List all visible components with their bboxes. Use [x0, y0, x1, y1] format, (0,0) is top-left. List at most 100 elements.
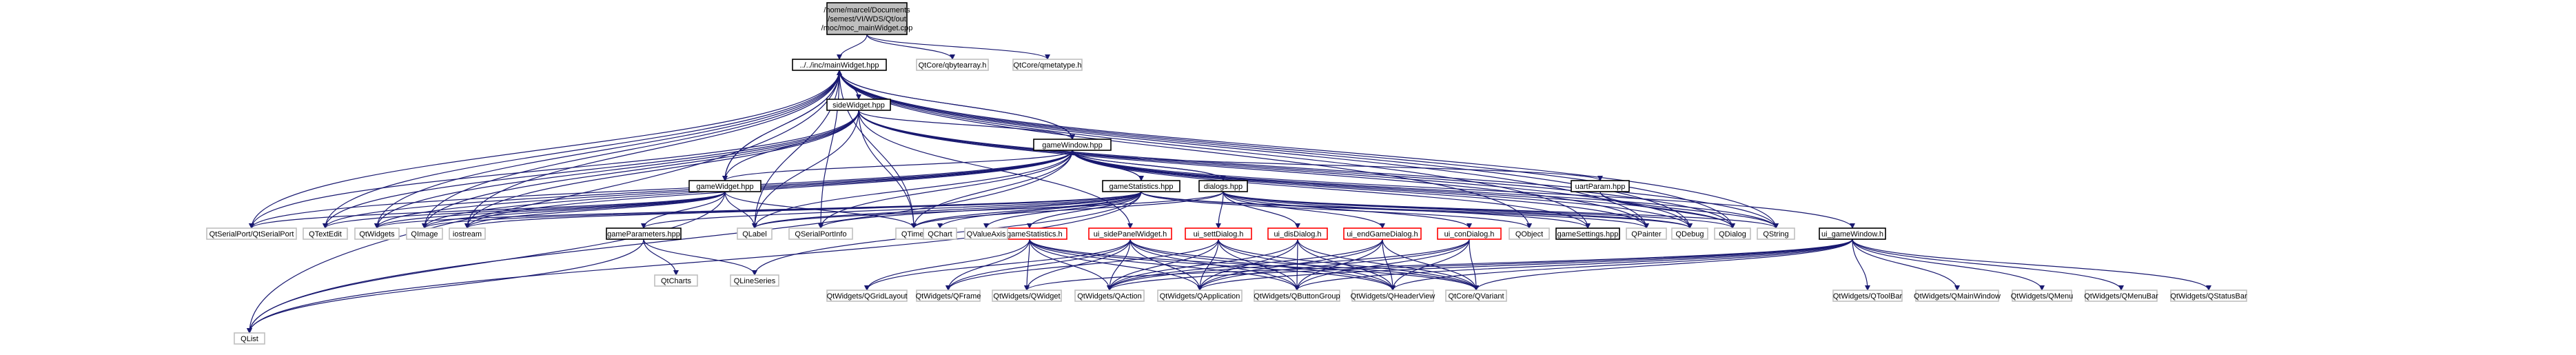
node-QGridLayout[interactable]: QtWidgets/QGridLayout [826, 290, 908, 302]
node-QMainWindow-label: QtWidgets/QMainWindow [1914, 292, 2001, 301]
node-gameParameters-box [606, 227, 682, 240]
node-ui_conDialog[interactable]: ui_conDialog.h [1437, 227, 1502, 240]
node-QMainWindow-box [1915, 290, 1999, 302]
node-QMenu[interactable]: QtWidgets/QMenu [2011, 290, 2073, 302]
node-QValueAxis[interactable]: QValueAxis [964, 227, 1008, 240]
node-QString[interactable]: QString [1757, 227, 1795, 240]
edge-ui_sidePanelWidget-to-QHeaderView [1129, 239, 1396, 291]
node-QStatusBar[interactable]: QtWidgets/QStatusBar [2170, 290, 2247, 302]
edge-gameStatistics-to-QPainter [1141, 191, 1649, 229]
node-QWidget-box [992, 290, 1062, 302]
node-QChart[interactable]: QChart [923, 227, 957, 240]
node-QWidget[interactable]: QtWidgets/QWidget [992, 290, 1062, 302]
node-iostream[interactable]: iostream [449, 227, 486, 240]
edge-ui_gameWindow-to-QMenu [1852, 239, 2045, 291]
edge-ui_sidePanelWidget-to-QButtonGroup [1129, 239, 1300, 291]
node-QString-box [1757, 227, 1795, 240]
node-QButtonGroup[interactable]: QtWidgets/QButtonGroup [1254, 290, 1340, 302]
node-QAction[interactable]: QtWidgets/QAction [1074, 290, 1145, 302]
edge-gameWidget-to-QLabel [724, 191, 757, 229]
node-root[interactable]: /home/marcel/Documents/semest/VI/WDS/Qt/… [821, 2, 913, 35]
edge-dialogs-to-ui_disDialog [1223, 191, 1300, 229]
node-ui_endGameDialog-box [1343, 227, 1422, 240]
node-QLabel[interactable]: QLabel [737, 227, 773, 240]
edge-ui_gameStatistics-to-QAction [1029, 239, 1112, 291]
edge-gameStatistics-to-QLabel [752, 191, 1142, 229]
node-gameStatistics[interactable]: gameStatistics.hpp [1102, 180, 1180, 192]
node-QDebug[interactable]: QDebug [1671, 227, 1708, 240]
node-dialogs-label: dialogs.hpp [1204, 183, 1243, 191]
node-QChart-box [923, 227, 957, 240]
node-QObject[interactable]: QObject [1509, 227, 1550, 240]
node-QApplication[interactable]: QtWidgets/QApplication [1157, 290, 1243, 302]
node-mainWidget[interactable]: ../../inc/mainWidget.hpp [792, 59, 887, 71]
node-QtSerialPort[interactable]: QtSerialPort/QtSerialPort [206, 227, 297, 240]
node-QLineSeries-label: QLineSeries [734, 277, 776, 285]
edge-gameWidget-to-QList [247, 191, 726, 334]
edge-gameStatistics-to-ui_gameStatistics [1027, 191, 1142, 229]
node-QLineSeries[interactable]: QLineSeries [730, 274, 779, 287]
node-QDialog[interactable]: QDialog [1714, 227, 1751, 240]
node-dialogs[interactable]: dialogs.hpp [1198, 180, 1248, 192]
node-gameParameters[interactable]: gameParameters.hpp [606, 227, 682, 240]
edge-gameWindow-to-iostream [464, 150, 1073, 229]
node-gameSettings-box [1555, 227, 1620, 240]
node-qmetatype[interactable]: QtCore/qmetatype.h [1012, 59, 1083, 71]
node-QMenuBar[interactable]: QtWidgets/QMenuBar [2084, 290, 2158, 302]
edge-sideWidget-to-QtWidgets [374, 110, 859, 229]
node-QImage[interactable]: QImage [406, 227, 443, 240]
node-QImage-box [406, 227, 443, 240]
node-QTextEdit[interactable]: QTextEdit [303, 227, 348, 240]
node-uartParam[interactable]: uartParam.hpp [1571, 180, 1630, 192]
edge-ui_conDialog-to-QApplication [1197, 239, 1470, 291]
node-QTextEdit-box [303, 227, 348, 240]
node-ui_gameWindow[interactable]: ui_gameWindow.h [1819, 227, 1886, 240]
edge-dialogs-to-ui_conDialog [1223, 191, 1472, 229]
edge-dialogs-to-QDebug [1223, 191, 1693, 229]
node-root-label: /moc/moc_mainWidget.cpp [821, 24, 913, 32]
node-ui_sidePanelWidget[interactable]: ui_sidePanelWidget.h [1088, 227, 1172, 240]
node-QtWidgets[interactable]: QtWidgets [354, 227, 400, 240]
node-gameWidget[interactable]: gameWidget.hpp [688, 180, 761, 192]
node-QObject-box [1509, 227, 1550, 240]
node-ui_settDialog[interactable]: ui_settDialog.h [1185, 227, 1252, 240]
node-QTimer[interactable]: QTimer [895, 227, 932, 240]
node-QMenuBar-label: QtWidgets/QMenuBar [2084, 292, 2158, 301]
edge-ui_endGameDialog-to-QVariant [1382, 239, 1479, 291]
node-iostream-label: iostream [453, 230, 482, 239]
edge-mainWidget-to-QtSerialPort [249, 70, 840, 229]
node-QApplication-box [1157, 290, 1243, 302]
node-ui_gameWindow-label: ui_gameWindow.h [1821, 230, 1883, 239]
edge-gameWidget-to-QtWidgets [374, 191, 726, 229]
edge-ui_conDialog-to-QButtonGroup [1294, 239, 1470, 291]
edge-ui_disDialog-to-QVariant [1297, 239, 1479, 291]
node-QSerialPortInfo[interactable]: QSerialPortInfo [788, 227, 853, 240]
node-QPainter[interactable]: QPainter [1626, 227, 1667, 240]
node-ui_endGameDialog-label: ui_endGameDialog.h [1347, 230, 1418, 239]
edge-mainWidget-to-QString [839, 70, 1779, 229]
node-QToolBar[interactable]: QtWidgets/QToolBar [1832, 290, 1903, 302]
edge-dialogs-to-gameSettings [1223, 191, 1591, 229]
node-QList-label: QList [241, 335, 258, 343]
node-sideWidget-box [826, 99, 891, 111]
node-sideWidget[interactable]: sideWidget.hpp [826, 99, 891, 111]
edge-ui_endGameDialog-to-QHeaderView [1382, 239, 1396, 291]
node-gameWindow[interactable]: gameWindow.hpp [1033, 139, 1112, 151]
node-QHeaderView[interactable]: QtWidgets/QHeaderView [1351, 290, 1435, 302]
edge-dialogs-to-QTimer [911, 191, 1224, 229]
node-ui_endGameDialog[interactable]: ui_endGameDialog.h [1343, 227, 1422, 240]
node-QList[interactable]: QList [234, 332, 265, 345]
edge-ui_conDialog-to-QAction [1107, 239, 1470, 291]
node-QFrame[interactable]: QtWidgets/QFrame [916, 290, 981, 302]
node-gameSettings[interactable]: gameSettings.hpp [1555, 227, 1620, 240]
edge-gameStatistics-to-QTimer [911, 191, 1142, 229]
node-qbytearray[interactable]: QtCore/qbytearray.h [916, 59, 989, 71]
node-ui_disDialog[interactable]: ui_disDialog.h [1267, 227, 1328, 240]
node-QVariant[interactable]: QtCore/QVariant [1445, 290, 1507, 302]
node-QtCharts[interactable]: QtCharts [654, 274, 698, 287]
node-gameStatistics-label: gameStatistics.hpp [1110, 183, 1174, 191]
node-QVariant-label: QtCore/QVariant [1448, 292, 1504, 301]
node-QMainWindow[interactable]: QtWidgets/QMainWindow [1914, 290, 2001, 302]
edge-mainWidget-to-QTextEdit [323, 70, 840, 229]
edge-ui_gameWindow-to-QWidget [1024, 239, 1853, 291]
